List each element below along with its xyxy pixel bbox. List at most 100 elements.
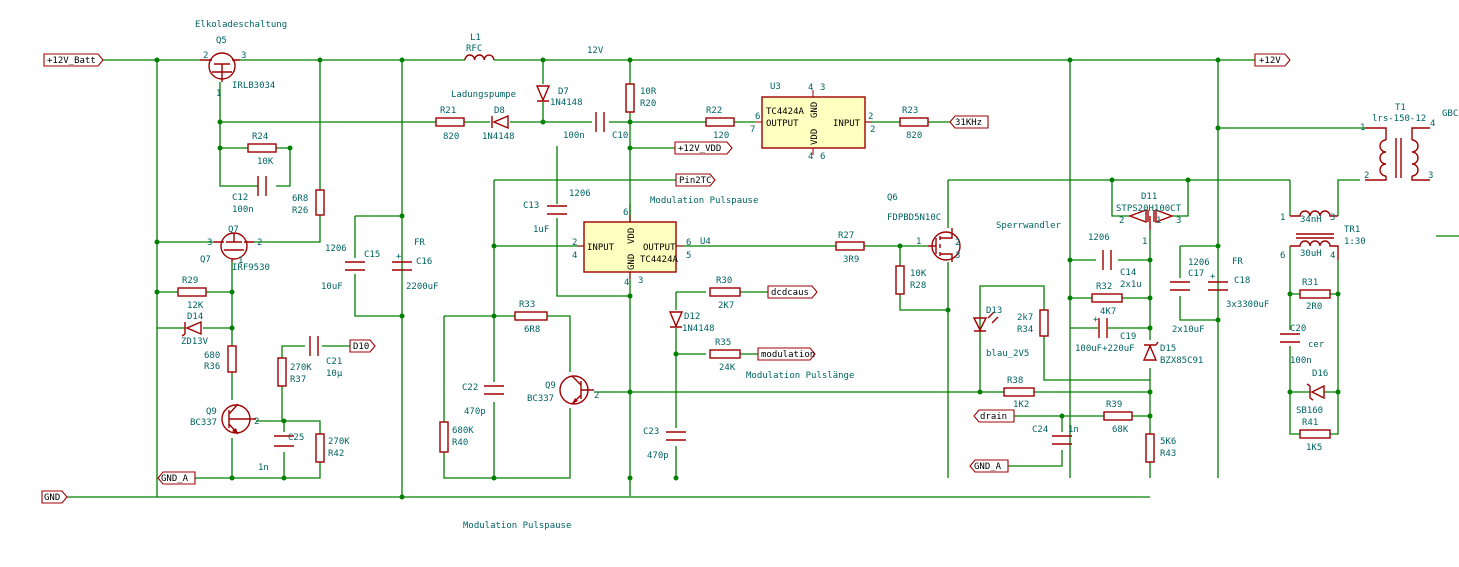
resistor-r30[interactable]: R30 2K7 [709,276,741,311]
net-label-modulation[interactable]: modulation [757,347,816,361]
resistor-r43[interactable]: 5K6 R43 [1145,433,1176,463]
mosfet-q6[interactable]: Q6 FDPBD5N10C 1 2 3 [887,193,961,262]
transistor-q9-left[interactable]: Q9 BC337 2 [190,403,259,435]
resistor-r29[interactable]: R29 12K [177,276,207,311]
resistor-r32[interactable]: R32 4K7 [1091,282,1123,317]
mosfet-q5[interactable]: Q5 IRLB3034 2 3 1 [200,36,275,99]
svg-text:R34: R34 [1017,325,1033,335]
capacitor-c15[interactable]: 1206 C15 10uF [321,244,380,292]
resistor-r24[interactable]: R24 10K [247,132,277,167]
capacitor-c20[interactable]: C20 cer 100n [1280,324,1325,366]
svg-text:D12: D12 [684,312,700,322]
resistor-r36[interactable]: 680 R36 [204,345,237,373]
net-label-dcdcaus[interactable]: dcdcaus [767,285,818,299]
capacitor-c16[interactable]: + FR C16 2200uF [392,238,439,292]
svg-text:2200uF: 2200uF [406,282,439,292]
capacitor-c10[interactable]: 100n C10 [563,112,628,141]
resistor-r21[interactable]: R21 820 [435,106,465,142]
svg-text:4: 4 [572,251,577,261]
capacitor-c25[interactable]: C25 1n [258,433,304,473]
svg-text:D14: D14 [187,312,203,322]
svg-text:4: 4 [624,278,629,288]
inductor-l1[interactable]: L1 RFC [464,33,495,61]
svg-text:ZD13V: ZD13V [181,337,209,347]
net-label-gnd-a-right[interactable]: GND_A [969,459,1009,473]
svg-text:FR: FR [414,238,425,248]
svg-text:2R0: 2R0 [1306,302,1322,312]
capacitor-c12[interactable]: C12 100n [232,176,267,215]
resistor-r40[interactable]: 680K R40 [439,421,474,453]
zener-d15[interactable]: D15 BZX85C91 [1142,341,1203,366]
transistor-q9-middle[interactable]: Q9 BC337 2 [527,375,599,405]
svg-text:4: 4 [808,83,813,93]
net-label-12v-out[interactable]: +12V [1254,53,1291,67]
capacitor-c24[interactable]: C24 1n [1032,425,1079,445]
net-label-31khz[interactable]: 31KHz [949,115,989,129]
capacitor-c22[interactable]: C22 470p [462,383,504,417]
svg-text:2: 2 [1364,171,1369,181]
transformer-tr1[interactable]: 34nH 30uH TR1 1:30 1 3 6 4 [1280,210,1366,261]
ic-u3[interactable]: U3 TC4424A OUTPUT INPUT GND VDD 6 7 2 2 … [750,82,875,162]
led-d13[interactable]: D13 blau_2V5 [972,306,1029,359]
transformer-t1[interactable]: T1 lrs-150-12 1 2 4 3 [1360,103,1435,181]
svg-text:2K7: 2K7 [718,301,734,311]
resistor-r22[interactable]: R22 120 [705,106,735,141]
svg-text:C19: C19 [1120,332,1136,342]
net-label-pin2tc[interactable]: Pin2TC [675,173,716,187]
capacitor-c21[interactable]: C21 10µ [309,336,343,379]
title-elkoladeschaltung: Elkoladeschaltung [195,20,287,30]
diode-d8[interactable]: D8 1N4148 [482,106,515,142]
svg-text:3: 3 [1428,171,1433,181]
ic-u4[interactable]: U4 INPUT OUTPUT TC4424A VDD GND 2 4 6 5 … [572,208,711,288]
svg-text:1N4148: 1N4148 [550,98,583,108]
svg-text:OUTPUT: OUTPUT [766,119,799,129]
resistor-r23[interactable]: R23 820 [899,106,929,141]
svg-text:1: 1 [916,237,921,247]
schottky-d16[interactable]: D16 SB160 [1296,369,1328,416]
svg-text:4: 4 [1330,251,1335,261]
resistor-r26[interactable]: 6R8 R26 [292,189,325,216]
diode-d11[interactable]: D11 STPS20H100CT 2 1 3 1 [1116,192,1182,247]
resistor-r31[interactable]: R31 2R0 [1299,278,1331,312]
svg-text:1: 1 [1360,123,1365,133]
diode-d12[interactable]: D12 1N4148 [668,311,715,334]
resistor-r42[interactable]: 270K R42 [315,433,350,463]
resistor-r20[interactable]: 10R R20 [625,83,657,113]
net-label-drain[interactable]: drain [973,409,1015,423]
mosfet-q7[interactable]: Q7 IRF9530 3 2 1 [207,225,270,273]
svg-text:R43: R43 [1160,449,1176,459]
zener-d14[interactable]: D14 ZD13V [181,312,209,347]
capacitor-c18[interactable]: + FR C18 3x3300uF [1208,257,1269,310]
svg-text:C16: C16 [416,257,432,267]
diode-d7[interactable]: D7 1N4148 [535,85,583,108]
capacitor-c14[interactable]: 1206 C14 2x1u [1088,233,1142,290]
svg-text:BC337: BC337 [527,394,554,404]
resistor-r38[interactable]: R38 1K2 [1003,376,1035,410]
net-label-vdd[interactable]: +12V_VDD [674,141,733,155]
capacitor-c23[interactable]: C23 470p [643,427,686,461]
svg-text:7: 7 [750,125,755,135]
svg-text:+: + [1210,272,1216,282]
resistor-r41[interactable]: R41 1K5 [1299,418,1331,453]
svg-text:3x3300uF: 3x3300uF [1226,300,1269,310]
svg-text:Pin2TC: Pin2TC [679,176,712,186]
capacitor-c17[interactable]: 1206 C17 2x10uF [1170,258,1210,335]
net-label-d10[interactable]: D10 [349,339,376,353]
capacitor-c19[interactable]: + C19 100uF+220uF [1075,315,1136,354]
net-label-vbatt[interactable]: +12V_Batt [43,53,104,67]
resistor-r35[interactable]: R35 24K [709,338,741,373]
resistor-r37[interactable]: 270K R37 [277,357,312,387]
resistor-r34[interactable]: 2k7 R34 [1017,309,1049,337]
resistor-r33[interactable]: R33 6R8 [514,300,548,335]
svg-text:R28: R28 [910,281,926,291]
capacitor-c13[interactable]: 1206 C13 1uF [523,189,591,235]
resistor-r28[interactable]: 10K R28 [895,265,927,295]
resistor-r27[interactable]: R27 3R9 [835,231,865,265]
net-label-gnd-a-left[interactable]: GND_A [157,471,196,485]
svg-text:BZX85C91: BZX85C91 [1160,356,1203,366]
svg-text:STPS20H100CT: STPS20H100CT [1116,204,1182,214]
resistor-r39[interactable]: R39 68K [1103,400,1133,435]
net-label-gnd[interactable]: GND [41,490,68,504]
svg-text:R37: R37 [290,375,306,385]
